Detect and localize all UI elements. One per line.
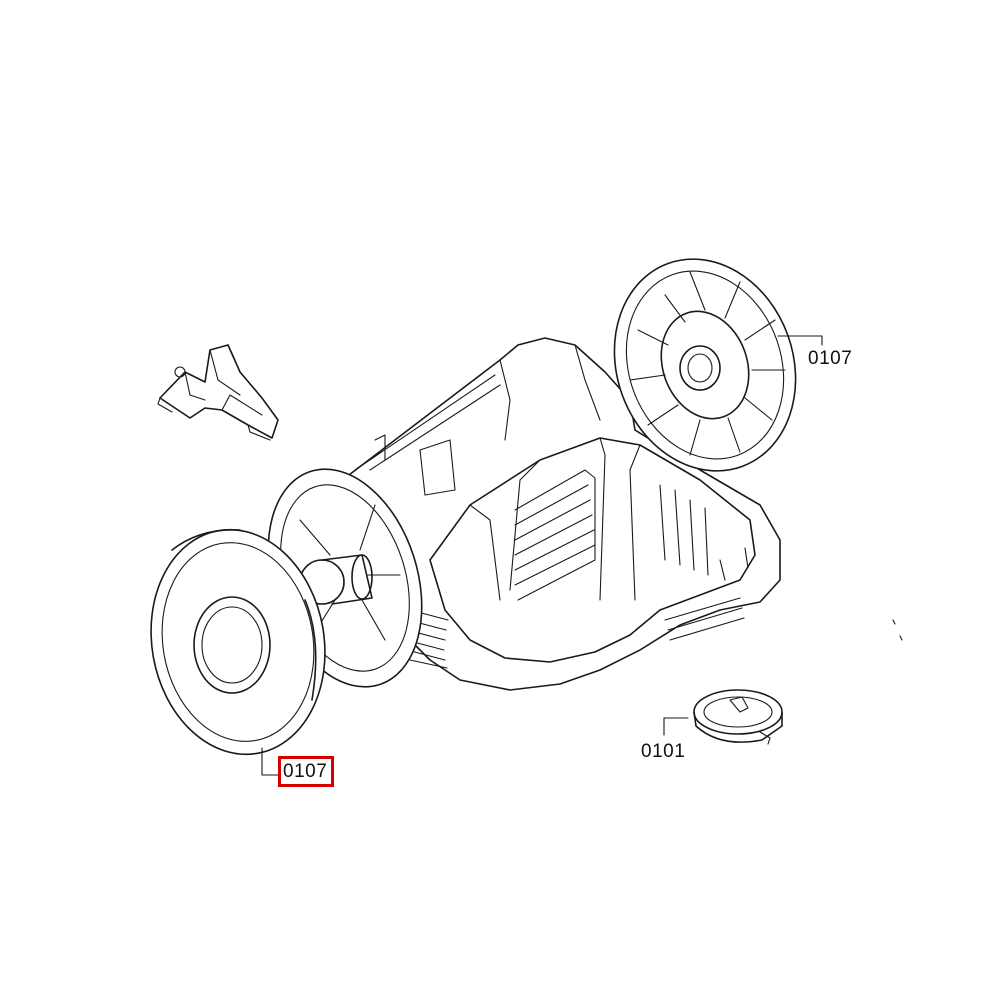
- right-wheel: [613, 258, 797, 472]
- callout-left-wheel: 0107: [283, 761, 328, 782]
- leader-right-wheel: [777, 335, 823, 346]
- ring-part: [693, 689, 783, 745]
- leader-left-wheel: [261, 747, 281, 776]
- stray-marks: [892, 619, 903, 641]
- leader-ring: [663, 717, 689, 736]
- callout-highlight-box: [278, 756, 334, 787]
- bracket-part: [157, 344, 279, 441]
- callout-right-wheel: 0107: [808, 348, 853, 369]
- left-wheel: [150, 528, 326, 756]
- callout-ring: 0101: [641, 741, 686, 762]
